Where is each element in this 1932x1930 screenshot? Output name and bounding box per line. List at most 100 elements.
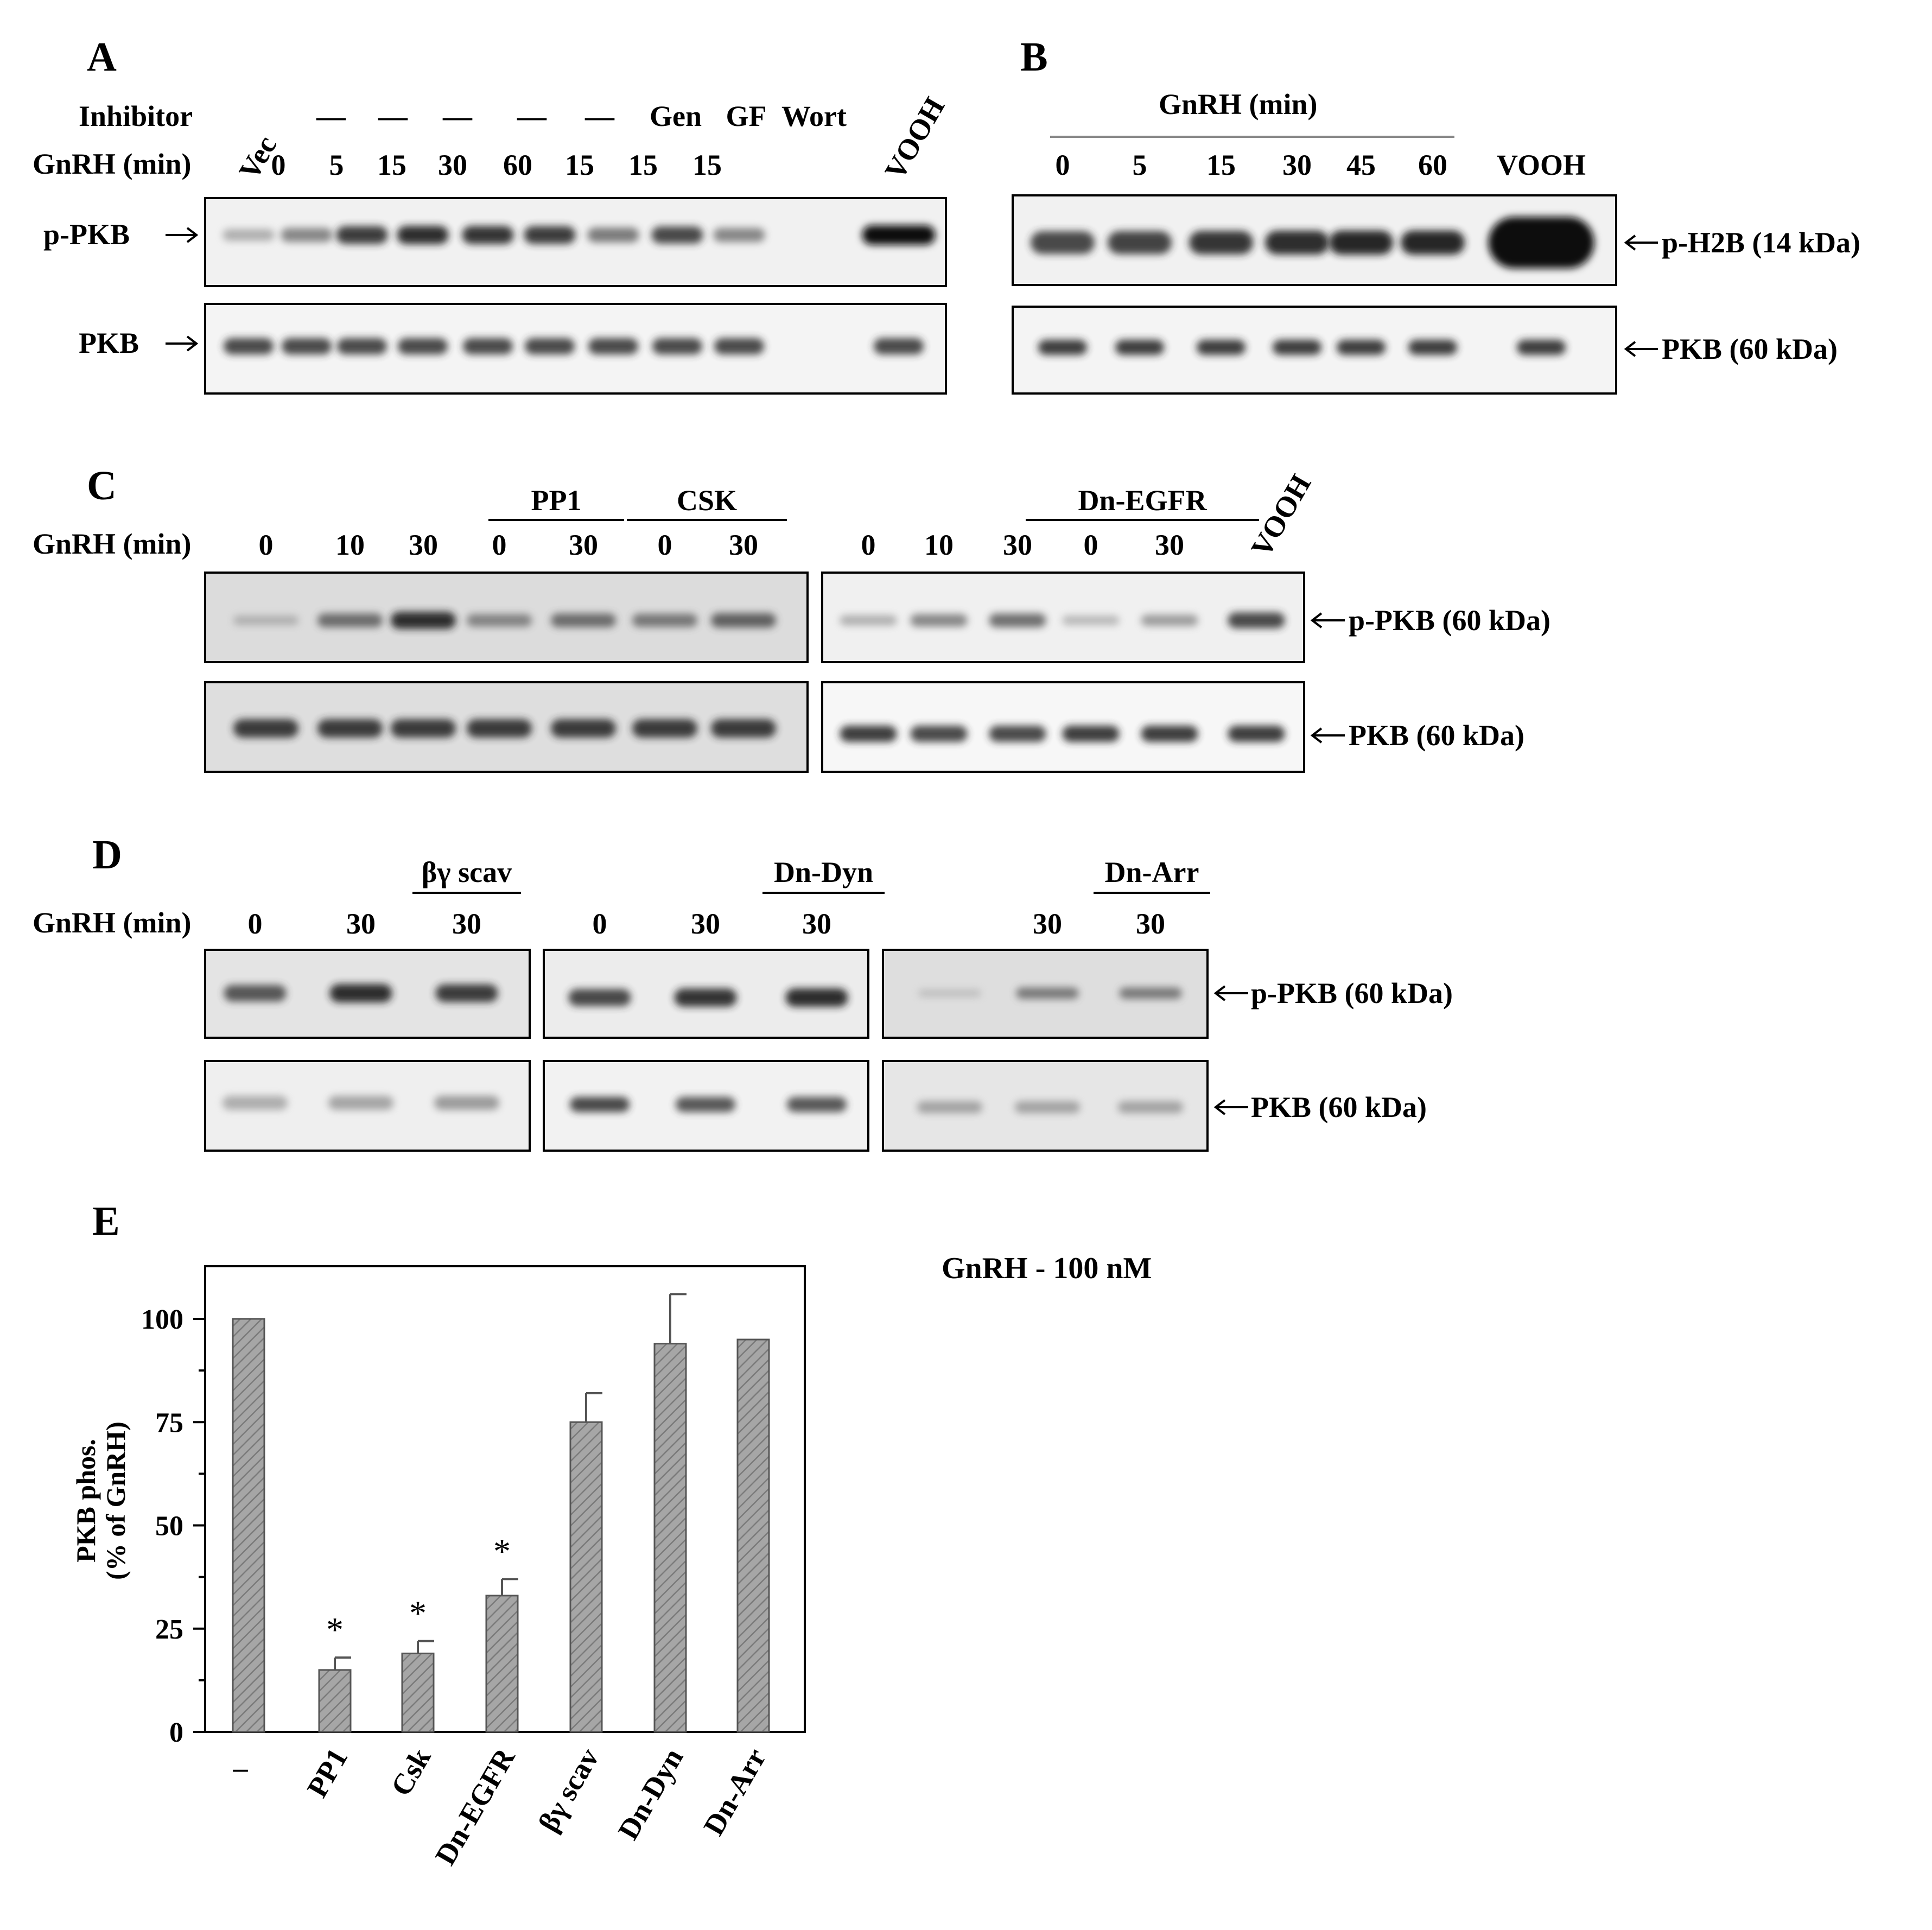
band <box>1189 231 1253 255</box>
lane-label: 15 <box>565 149 594 181</box>
band <box>711 719 776 738</box>
band <box>989 613 1046 627</box>
inhibitor-label: — <box>316 100 346 132</box>
band <box>713 227 765 243</box>
blot-a-p-pkb <box>204 197 947 287</box>
arrow-icon <box>1624 341 1658 357</box>
significance-star: * <box>409 1594 427 1633</box>
inhibitor-label: Wort <box>781 100 847 132</box>
panel-letter-a: A <box>87 34 117 80</box>
bands-d-p-pkb <box>224 984 1182 1007</box>
band <box>467 614 532 627</box>
lane-label: 10 <box>924 529 954 561</box>
band <box>397 226 449 244</box>
x-category-label: Dn-Dyn <box>612 1743 689 1845</box>
lane-label: 30 <box>691 907 720 940</box>
lane-label: 30 <box>729 529 758 561</box>
x-category-label: Csk <box>384 1743 437 1801</box>
band <box>224 985 287 1002</box>
label-a-pkb: PKB <box>79 327 139 359</box>
panel-letter-d: D <box>92 832 122 878</box>
band <box>632 719 697 738</box>
band <box>525 338 575 354</box>
inhibitor-label: — <box>517 100 547 132</box>
lane-label: 15 <box>377 149 406 181</box>
panel-e: E GnRH - 100 nM PKB phos. (% of GnRH) 02… <box>71 1198 1152 1870</box>
band <box>337 338 387 354</box>
lane-label: 30 <box>1136 907 1165 940</box>
lane-label: VOOH <box>878 92 951 185</box>
group-label: Dn-Dyn <box>774 856 873 888</box>
band <box>463 338 513 354</box>
lane-label: 0 <box>259 529 274 561</box>
bar <box>401 1652 435 1733</box>
lane-label: 30 <box>409 529 438 561</box>
band <box>674 988 737 1007</box>
lane-label: 30 <box>569 529 598 561</box>
bands-a-pkb <box>224 338 924 354</box>
lane-label: 30 <box>802 907 831 940</box>
band <box>570 1097 630 1112</box>
band <box>1273 340 1321 355</box>
lane-label: 30 <box>1282 149 1312 181</box>
x-category-label: βγ scav <box>532 1743 605 1837</box>
band <box>233 719 298 738</box>
lane-label: 0 <box>1084 529 1098 561</box>
band <box>467 719 532 738</box>
x-category-label: PP1 <box>301 1743 354 1803</box>
band <box>1038 340 1087 355</box>
band <box>632 613 697 627</box>
band <box>714 338 764 354</box>
band <box>1118 1101 1183 1113</box>
band <box>1016 987 1079 999</box>
band <box>224 338 274 354</box>
band <box>1401 230 1465 255</box>
inhibitor-label: — <box>584 100 615 132</box>
band <box>524 226 576 244</box>
band <box>910 614 968 627</box>
bar <box>569 1421 603 1733</box>
band <box>568 989 631 1006</box>
y-axis-title: PKB phos. (% of GnRH) <box>71 1421 131 1580</box>
lane-label: 0 <box>271 149 286 181</box>
band <box>551 719 616 738</box>
bar <box>736 1338 770 1733</box>
lane-label: 10 <box>335 529 365 561</box>
arrow-icon <box>1213 985 1248 1001</box>
band <box>787 1097 847 1112</box>
bands-c-pkb <box>233 719 1285 742</box>
arrow-icon <box>1624 234 1658 251</box>
significance-star: * <box>493 1532 511 1570</box>
band <box>1062 726 1120 742</box>
band <box>1141 726 1198 742</box>
band <box>587 227 639 243</box>
arrow-icon <box>166 335 199 352</box>
group-label: Dn-EGFR <box>1078 484 1207 517</box>
arrow-icon <box>1213 1099 1248 1115</box>
band <box>840 615 897 626</box>
band <box>917 1101 982 1113</box>
lane-label: 5 <box>329 149 344 181</box>
lane-label: 15 <box>628 149 658 181</box>
arrow-icon <box>1310 727 1345 744</box>
significance-star: * <box>326 1610 344 1649</box>
band <box>588 338 638 354</box>
lane-label: VOOH <box>1244 469 1317 562</box>
band <box>1197 340 1245 355</box>
arrow-icon <box>166 227 199 243</box>
x-category-label: Dn-Arr <box>697 1743 772 1841</box>
bar <box>653 1343 687 1733</box>
blot-c-right-p-pkb <box>821 572 1305 663</box>
bands-b-pkb <box>1038 340 1566 355</box>
band <box>989 726 1046 742</box>
band <box>785 988 848 1007</box>
band <box>328 1096 393 1110</box>
bars: * * * <box>232 1293 770 1733</box>
lane-label: 0 <box>861 529 876 561</box>
